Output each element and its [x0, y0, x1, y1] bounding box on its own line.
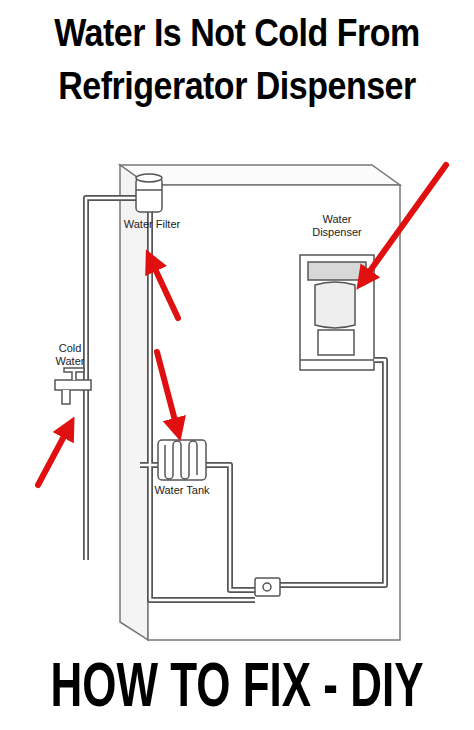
- red-pointer-arrows: [38, 165, 446, 485]
- dispenser-recess: [300, 255, 374, 370]
- part-label: Cold Water: [50, 342, 90, 368]
- tap-symbol: [55, 368, 91, 404]
- water-tank-symbol: [158, 440, 206, 480]
- refrigerator-body: [120, 165, 400, 640]
- page-caption: HOW TO FIX - DIY: [0, 652, 474, 716]
- page-title: Water Is Not Cold From Refrigerator Disp…: [7, 6, 467, 112]
- water-filter-symbol: [136, 174, 162, 212]
- part-label: Water Dispenser: [305, 213, 369, 239]
- water-lines: [86, 198, 385, 600]
- part-label: Water Filter: [112, 218, 192, 231]
- part-label: Water Tank: [150, 484, 214, 497]
- valve-symbol: [255, 578, 280, 596]
